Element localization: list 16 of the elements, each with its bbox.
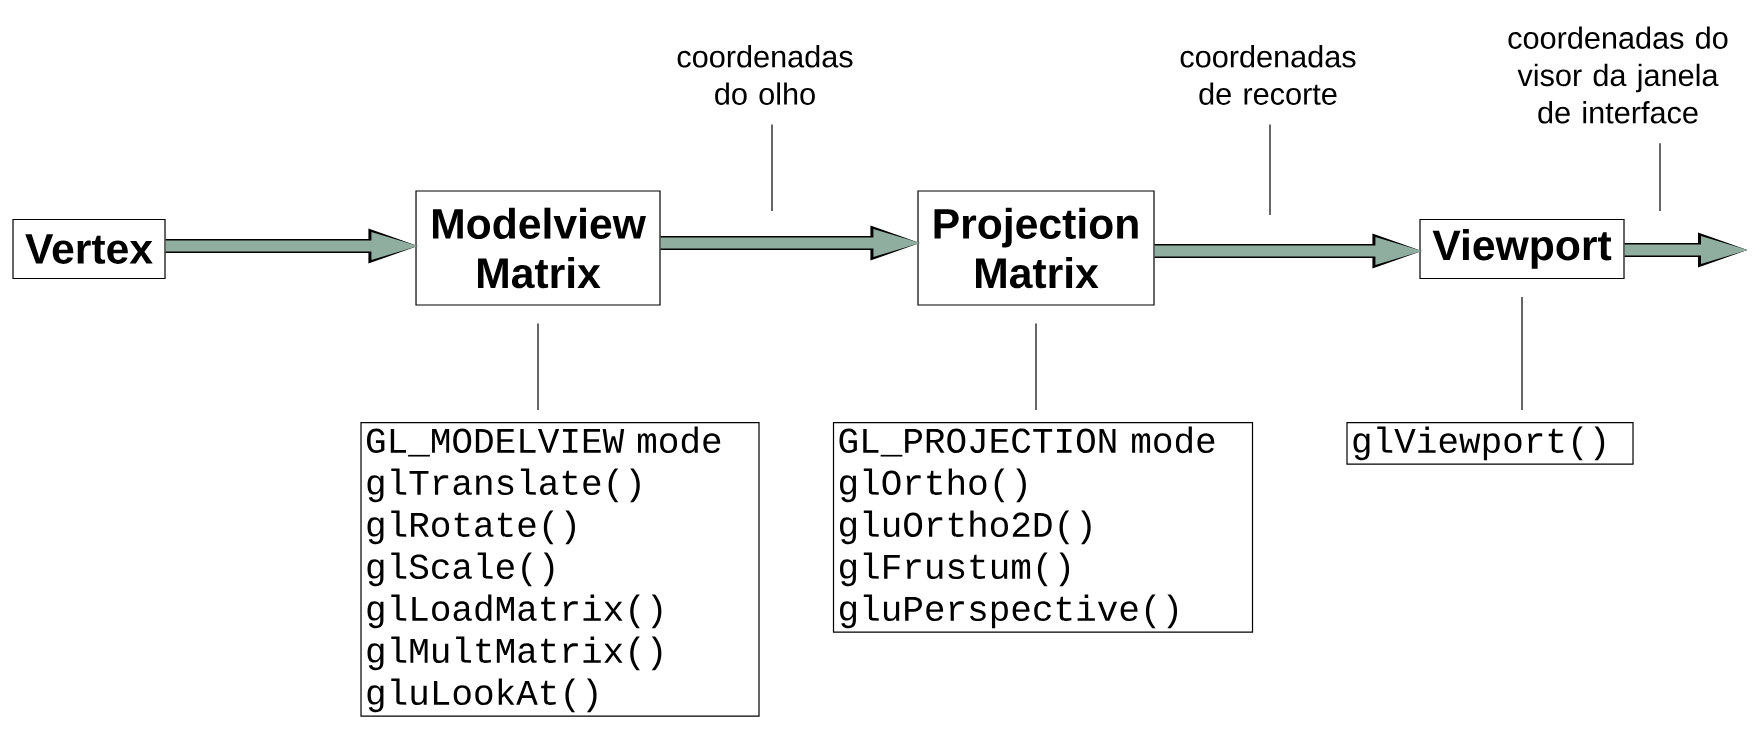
code-box: GL_MODELVIEW mode glTranslate() glRotate() glScale() glLoadMatrix() glMultMatrix() gluLookAt() (360, 422, 760, 717)
process-box: Modelview Matrix (415, 190, 661, 306)
label-text: coordenadas do olho (677, 45, 853, 105)
connector-line (537, 323, 539, 411)
process-box: Vertex (12, 218, 166, 280)
leader-line (1659, 142, 1661, 212)
label-text: coordenadas do visor da janela de interface (1508, 26, 1728, 124)
leader-line (1269, 123, 1271, 216)
process-box: Viewport (1419, 218, 1625, 280)
code-box: glViewport() (1346, 422, 1634, 465)
connector-line (1035, 323, 1037, 411)
process-box: Projection Matrix (917, 190, 1155, 306)
connector-line (1521, 296, 1523, 411)
label-text: coordenadas de recorte (1180, 45, 1356, 105)
leader-line (771, 123, 773, 212)
code-box: GL_PROJECTION mode glOrtho() gluOrtho2D() glFrustum() gluPerspective() (832, 422, 1254, 633)
